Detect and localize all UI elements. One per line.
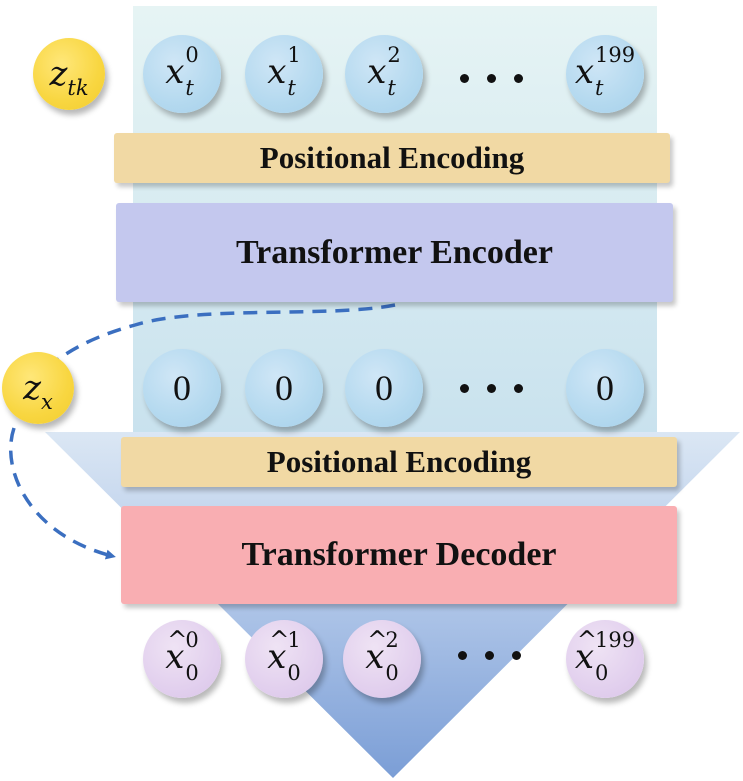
decoder-query-token: 0 [345,349,423,427]
latent-z-x: zx [2,352,74,424]
encoder-positional-encoding: Positional Encoding [114,133,670,183]
decoder-positional-encoding: Positional Encoding [121,437,677,487]
decoder-query-token: 0 [143,349,221,427]
transformer-decoder-block: Transformer Decoder [121,506,677,604]
ellipsis [460,384,523,393]
ellipsis [460,74,523,83]
latent-z-tk: ztk [33,38,105,110]
latent-arrow [9,303,396,556]
decoder-query-token: 0 [566,349,644,427]
transformer-encoder-block: Transformer Encoder [116,203,673,302]
ellipsis [458,651,521,660]
decoder-query-token: 0 [245,349,323,427]
